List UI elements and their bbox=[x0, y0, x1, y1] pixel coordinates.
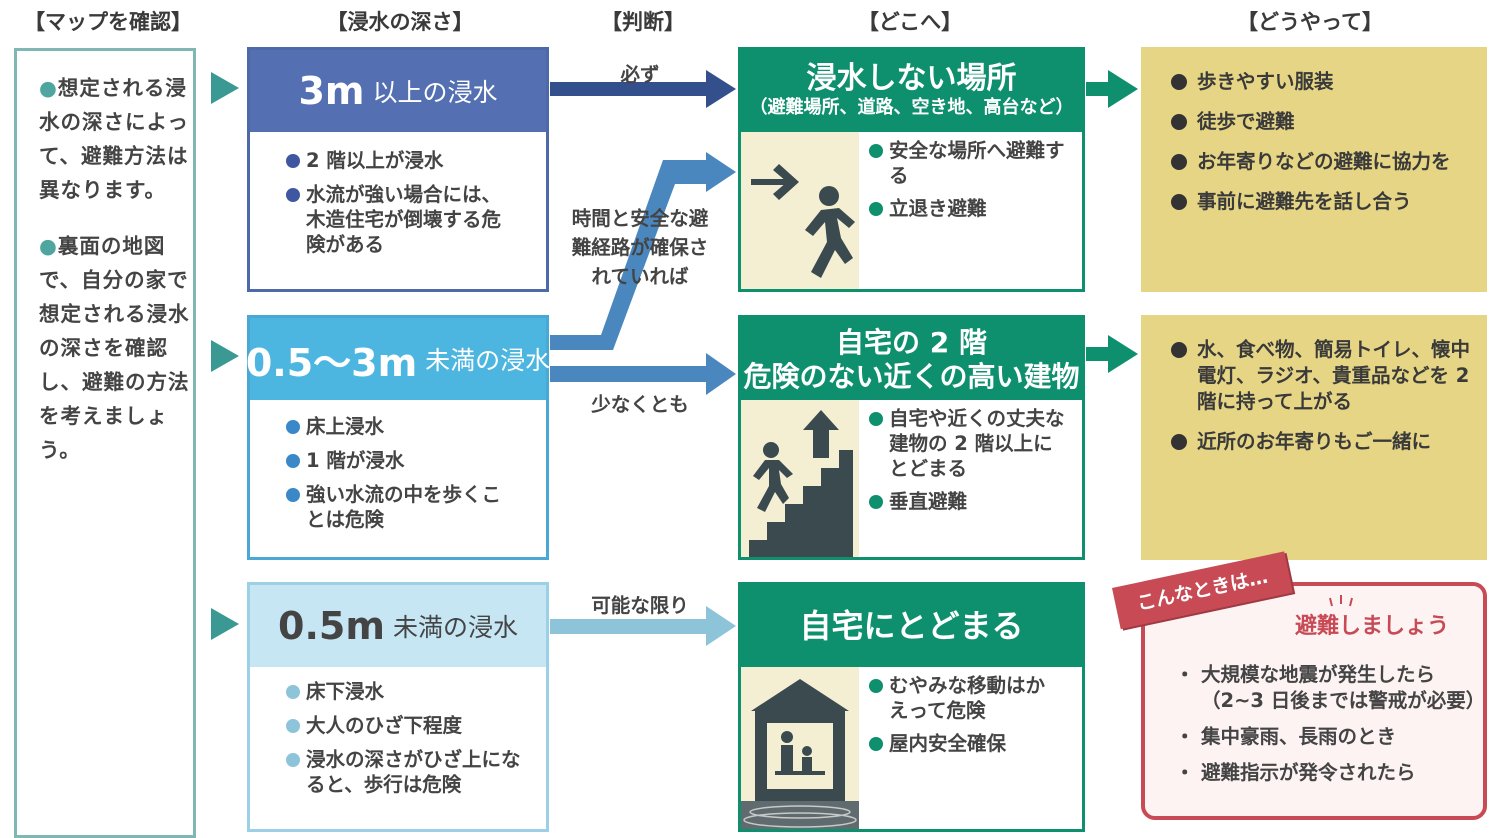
sparkle-icon bbox=[1329, 595, 1353, 607]
house-shelter-icon bbox=[741, 667, 859, 829]
arrow-must-icon bbox=[550, 70, 736, 108]
destination-safe-place: 浸水しない場所 （避難場所、道路、空き地、高台など） 安全な場所へ避難する 立退… bbox=[738, 47, 1085, 292]
evacuation-warning-box: 避難しましょう 大規模な地震が発生したら（2~3 日後までは警戒が必要） 集中豪… bbox=[1141, 582, 1487, 820]
destination-stay-home: 自宅にとどまる むやみな移動はかえって危険 bbox=[738, 582, 1085, 832]
header-map: 【マップを確認】 bbox=[24, 10, 192, 34]
list-item: 徒歩で避難 bbox=[1171, 109, 1487, 135]
destination-title-text: 自宅にとどまる bbox=[799, 607, 1024, 645]
header-judge: 【判断】 bbox=[601, 10, 685, 34]
list-item: 集中豪雨、長雨のとき bbox=[1175, 724, 1481, 750]
arrow-to-how-1-icon bbox=[1086, 70, 1138, 108]
list-item: 立退き避難 bbox=[869, 196, 1069, 221]
label-if-safe: 時間と安全な避難経路が確保されていれば bbox=[571, 207, 709, 288]
destination-title-text: 浸水しない場所 bbox=[806, 61, 1017, 96]
depth-suffix: 以上の浸水 bbox=[372, 78, 498, 107]
header-how: 【どうやって】 bbox=[1237, 10, 1383, 34]
depth-suffix: 未満の浸水 bbox=[425, 346, 551, 375]
destination-second-floor: 自宅の 2 階 危険のない近くの高い建物 自宅や近くの丈夫な建物の 2 階以上に… bbox=[738, 315, 1085, 560]
bullet-dot-icon: ● bbox=[39, 76, 58, 100]
label-must: 必ず bbox=[620, 63, 660, 86]
how-box-2: 水、食べ物、簡易トイレ、懐中電灯、ラジオ、貴重品などを 2 階に持って上がる 近… bbox=[1141, 315, 1487, 560]
list-item: 事前に避難先を話し合う bbox=[1171, 189, 1487, 215]
bullet-dot-icon: ● bbox=[39, 234, 58, 258]
arrow-at-least-icon bbox=[550, 353, 736, 395]
list-item: 水流が強い場合には、木造住宅が倒壊する危険がある bbox=[286, 182, 516, 257]
list-item: 水、食べ物、簡易トイレ、懐中電灯、ラジオ、貴重品などを 2 階に持って上がる bbox=[1171, 337, 1477, 415]
pointer-triangle-icon bbox=[211, 608, 239, 640]
warning-title: 避難しましょう bbox=[1295, 614, 1450, 639]
depth-value: 3m bbox=[298, 69, 365, 113]
depth-value: 0.5～3m bbox=[245, 340, 418, 385]
list-item: 強い水流の中を歩くことは危険 bbox=[286, 482, 516, 532]
list-item: 1 階が浸水 bbox=[286, 448, 546, 473]
label-at-least: 少なくとも bbox=[591, 393, 689, 416]
header-depth: 【浸水の深さ】 bbox=[326, 10, 474, 34]
list-item: 大人のひざ下程度 bbox=[286, 713, 546, 738]
pointer-triangle-icon bbox=[211, 72, 239, 104]
list-item: むやみな移動はかえって危険 bbox=[869, 673, 1059, 723]
header-where: 【どこへ】 bbox=[857, 10, 963, 34]
arrow-to-how-2-icon bbox=[1086, 335, 1138, 373]
arrow-if-possible-icon bbox=[550, 606, 736, 646]
running-exit-icon bbox=[741, 132, 859, 289]
depth-value: 0.5m bbox=[278, 604, 385, 648]
how-box-1: 歩きやすい服装 徒歩で避難 お年寄りなどの避難に協力を 事前に避難先を話し合う bbox=[1141, 47, 1487, 292]
label-if-possible: 可能な限り bbox=[591, 594, 689, 617]
destination-title: 自宅の 2 階 危険のない近くの高い建物 bbox=[741, 318, 1082, 400]
list-item: 床上浸水 bbox=[286, 414, 546, 439]
map-check-notes: ●想定される浸水の深さによって、避難方法は異なります。 ●裏面の地図で、自分の家… bbox=[14, 48, 196, 838]
stairs-up-icon bbox=[741, 400, 859, 557]
pointer-triangle-icon bbox=[211, 340, 239, 372]
note-2: ●裏面の地図で、自分の家で想定される浸水の深さを確認し、避難の方法を考えましょう… bbox=[39, 234, 190, 462]
arrow-if-safe-icon bbox=[550, 152, 736, 350]
list-item: 2 階以上が浸水 bbox=[286, 148, 546, 173]
destination-subtitle: （避難場所、道路、空き地、高台など） bbox=[749, 97, 1074, 118]
list-item: 近所のお年寄りもご一緒に bbox=[1171, 429, 1487, 455]
list-item: 屋内安全確保 bbox=[869, 731, 1059, 756]
destination-title: 自宅にとどまる bbox=[741, 585, 1082, 667]
list-item: 安全な場所へ避難する bbox=[869, 138, 1069, 188]
list-item: 垂直避難 bbox=[869, 489, 1069, 514]
list-item: 避難指示が発令されたら bbox=[1175, 760, 1481, 786]
list-item: 大規模な地震が発生したら（2~3 日後までは警戒が必要） bbox=[1175, 662, 1485, 714]
depth-suffix: 未満の浸水 bbox=[392, 613, 518, 642]
list-item: お年寄りなどの避難に協力を bbox=[1171, 149, 1487, 175]
destination-title-text: 自宅の 2 階 bbox=[836, 326, 987, 359]
list-item: 床下浸水 bbox=[286, 679, 546, 704]
note-1: ●想定される浸水の深さによって、避難方法は異なります。 bbox=[39, 76, 189, 202]
destination-title-text-2: 危険のない近くの高い建物 bbox=[743, 360, 1080, 393]
list-item: 自宅や近くの丈夫な建物の 2 階以上にとどまる bbox=[869, 406, 1069, 481]
destination-title: 浸水しない場所 （避難場所、道路、空き地、高台など） bbox=[741, 50, 1082, 132]
list-item: 歩きやすい服装 bbox=[1171, 69, 1487, 95]
list-item: 浸水の深さがひざ上になると、歩行は危険 bbox=[286, 747, 521, 797]
